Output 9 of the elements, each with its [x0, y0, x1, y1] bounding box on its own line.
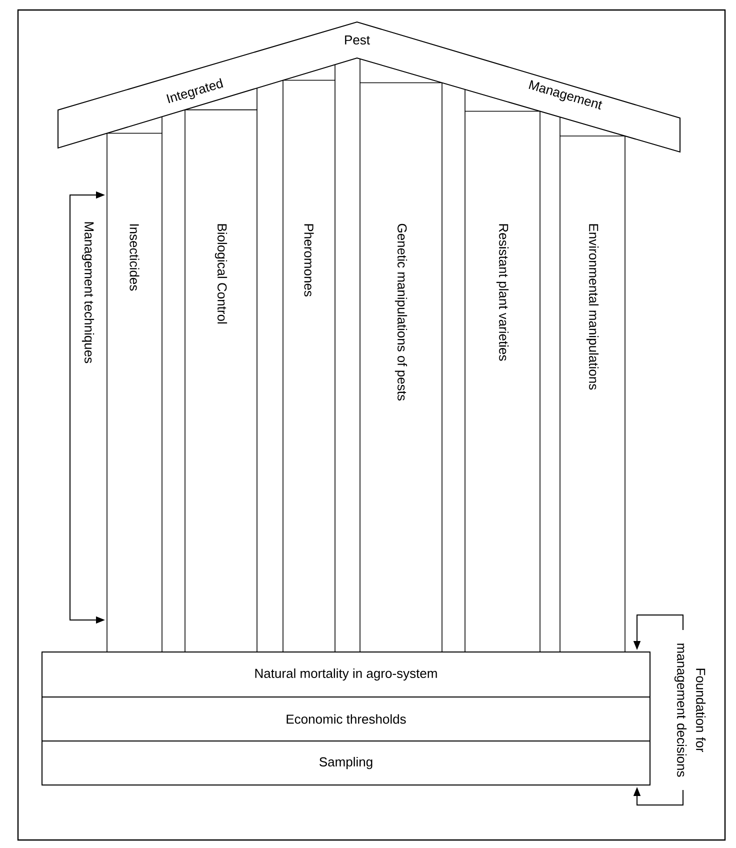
pillar: Environmental manipulations — [560, 114, 626, 652]
foundation-layer: Economic thresholds — [42, 696, 650, 742]
foundation-layer: Sampling — [42, 740, 650, 786]
pillar: Genetic manipulations of pests — [360, 56, 442, 652]
side-label: Foundation for management decisions — [674, 644, 706, 777]
foundation-layer: Natural mortality in agro-system — [42, 652, 650, 698]
pillar: Insecticides — [106, 114, 162, 652]
side-label: Management techniques — [82, 222, 94, 364]
pillar: Pheromones — [282, 62, 336, 652]
